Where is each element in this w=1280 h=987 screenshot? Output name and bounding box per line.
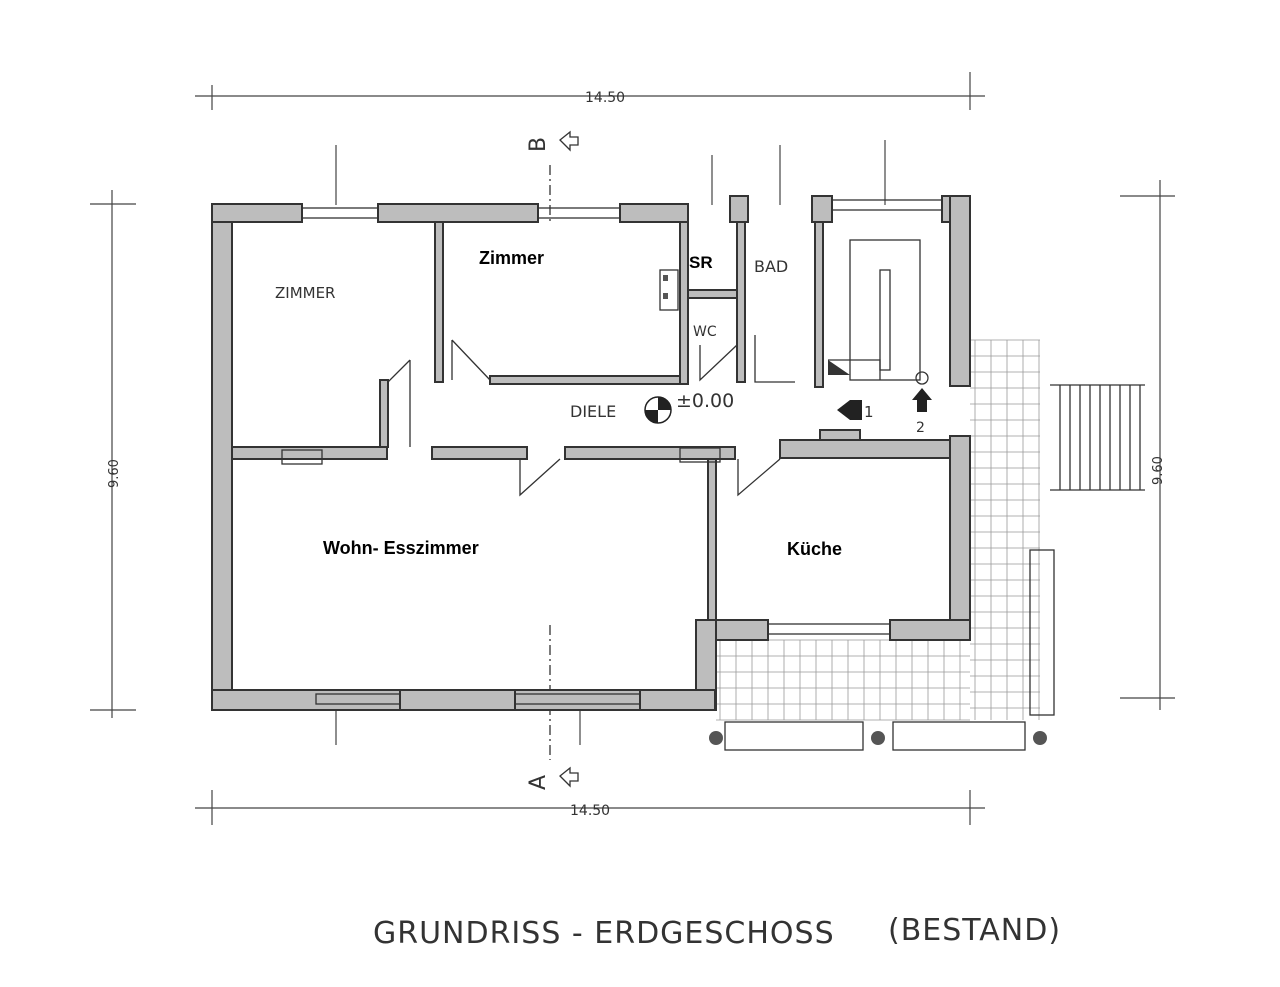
interior-walls bbox=[231, 221, 951, 621]
room-label-wohn-esszimmer: Wohn- Esszimmer bbox=[323, 538, 479, 558]
terrace bbox=[716, 339, 1040, 721]
windows bbox=[301, 199, 943, 705]
room-label-kueche: Küche bbox=[787, 539, 842, 559]
room-label-zimmer-2: Zimmer bbox=[479, 248, 544, 268]
level-value: ±0.00 bbox=[676, 390, 734, 412]
stair-label-1: 1 bbox=[864, 403, 874, 421]
plan-subtitle: (BESTAND) bbox=[888, 913, 1061, 948]
dim-left: 9.60 bbox=[107, 459, 122, 488]
dimension-lines bbox=[90, 72, 1175, 825]
outside-steps bbox=[1050, 384, 1145, 491]
room-label-diele: DIELE bbox=[570, 402, 616, 421]
dim-bottom: 14.50 bbox=[570, 803, 610, 819]
section-arrow-a-icon bbox=[559, 766, 579, 788]
doors bbox=[387, 335, 795, 497]
section-marker-b: B bbox=[526, 137, 551, 152]
level-marker-icon bbox=[644, 396, 672, 424]
plan-title: GRUNDRISS - ERDGESCHOSS bbox=[373, 916, 835, 951]
dim-top: 14.50 bbox=[585, 90, 625, 106]
room-label-zimmer: ZIMMER bbox=[275, 284, 335, 302]
room-label-bad: BAD bbox=[754, 257, 788, 276]
stair-marker-icon bbox=[915, 371, 929, 385]
chimney-icon bbox=[281, 269, 721, 465]
stair-label-2: 2 bbox=[916, 420, 925, 436]
stair-arrow-1-icon bbox=[837, 400, 862, 420]
section-arrow-b-icon bbox=[559, 130, 579, 152]
room-label-sr: SR bbox=[689, 253, 713, 272]
section-marker-a: A bbox=[526, 775, 551, 790]
dim-right: 9.60 bbox=[1151, 456, 1166, 485]
stair-arrow-2-icon bbox=[912, 388, 932, 412]
interior-stair bbox=[828, 239, 921, 381]
room-label-wc: WC bbox=[693, 324, 717, 340]
outer-walls bbox=[211, 195, 971, 711]
planters bbox=[709, 549, 1055, 751]
